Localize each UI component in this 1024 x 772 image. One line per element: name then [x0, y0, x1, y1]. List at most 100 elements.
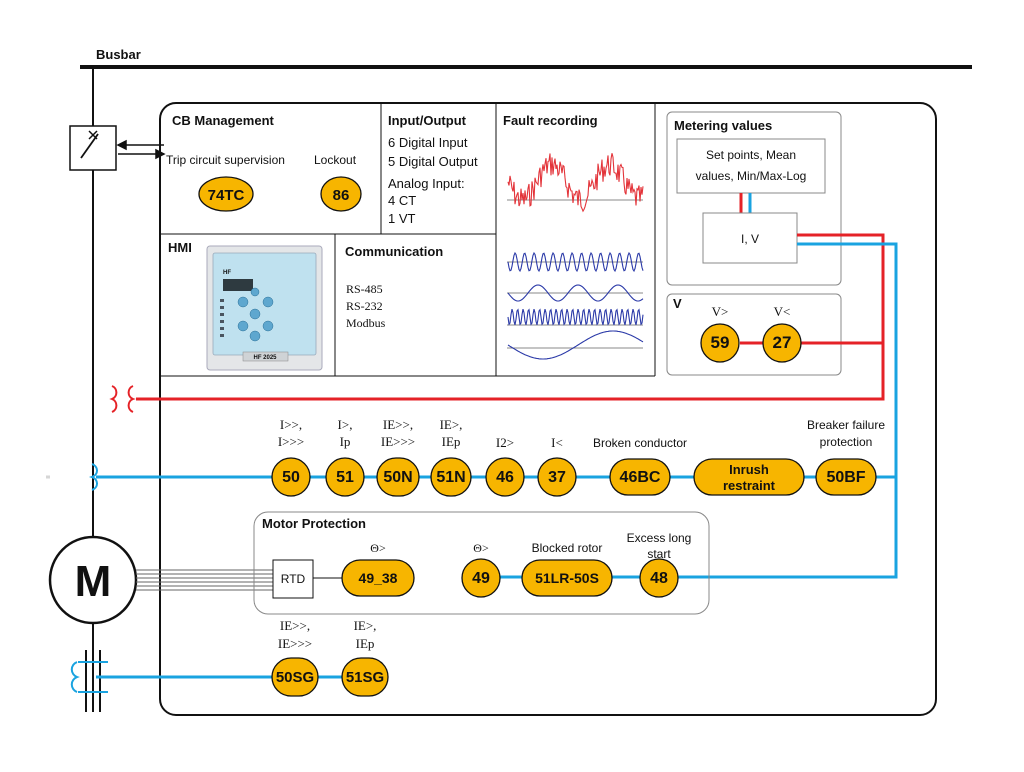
badge-46-code: 46	[496, 469, 514, 486]
metering-box	[676, 138, 826, 194]
badge-49_38: 49_38	[341, 559, 415, 597]
current-function-label: Breaker failure	[807, 418, 885, 432]
iv-box	[702, 212, 798, 264]
ground-function-label: IE>,	[354, 618, 377, 633]
rtd-label: RTD	[281, 572, 306, 586]
current-function-label: I2>	[496, 435, 514, 450]
busbar-label: Busbar	[96, 47, 141, 62]
waveform-blue-1	[507, 251, 644, 273]
fault-waveforms	[507, 153, 644, 360]
communication-title: Communication	[345, 244, 443, 259]
metering-panel	[666, 111, 842, 286]
fault-recording-title: Fault recording	[503, 113, 598, 128]
rtd-wires	[136, 569, 273, 591]
io-title: Input/Output	[388, 113, 467, 128]
badge-27-code: 27	[773, 333, 792, 352]
badge-49-code: 49	[472, 570, 490, 587]
badge-49: 49	[461, 558, 501, 598]
motor-protection-panel	[253, 511, 710, 615]
current-function-label: IE>>>	[381, 434, 415, 449]
waveform-blue-2	[507, 284, 644, 302]
waveform-red	[507, 153, 644, 213]
trip-circuit-label: Trip circuit supervision	[166, 153, 285, 167]
badge-74tc: 74TC	[198, 176, 254, 212]
hmi-title: HMI	[168, 240, 192, 255]
badge-50N: 50N	[376, 457, 420, 497]
current-function-label: I>,	[338, 417, 353, 432]
badge-51: 51	[325, 457, 365, 497]
current-function-label: IE>>,	[383, 417, 413, 432]
badge-37-code: 37	[548, 469, 566, 486]
voltage-label: V<	[774, 304, 791, 319]
badge-50BF-code: 50BF	[826, 469, 865, 486]
voltage-panel	[666, 293, 842, 376]
voltage-label: V>	[712, 304, 729, 319]
badge-51N-code: 51N	[436, 469, 465, 486]
badge-86: 86	[320, 176, 362, 212]
comm-line-2: RS-232	[346, 299, 383, 313]
current-function-label: protection	[820, 435, 873, 449]
badge-inrush-restraint-code: Inrush	[729, 462, 769, 477]
device-brand: HF	[223, 270, 231, 276]
badge-51-code: 51	[336, 469, 354, 486]
io-line-3: Analog Input:	[388, 176, 465, 191]
io-line-1: 6 Digital Input	[388, 135, 468, 150]
iv-label: I, V	[741, 232, 759, 246]
metering-box-line-2: values, Min/Max-Log	[696, 169, 807, 183]
motor-function-label: Excess long	[627, 531, 692, 545]
motor-function-label: Θ>	[370, 541, 386, 555]
ground-function-label: IEp	[356, 636, 375, 651]
badge-48: 48	[639, 558, 679, 598]
badge-50SG-code: 50SG	[276, 669, 314, 686]
current-function-label: I>>,	[280, 417, 302, 432]
motor-protection-title: Motor Protection	[262, 516, 366, 531]
current-transformer-icon	[88, 463, 98, 491]
protection-functions: V>59V<27I>>,I>>>50I>,Ip51IE>>,IE>>>50NIE…	[271, 304, 885, 697]
badge-59: 59	[700, 323, 740, 363]
relay-frame	[159, 102, 937, 716]
badge-50-code: 50	[282, 469, 300, 486]
metering-box-line-1: Set points, Mean	[706, 148, 796, 162]
badge-51SG-code: 51SG	[346, 669, 384, 686]
current-function-label: IEp	[442, 434, 461, 449]
motor-function-label: start	[647, 547, 671, 561]
badge-59-code: 59	[711, 333, 730, 352]
badge-51LR-50S-code: 51LR-50S	[535, 570, 599, 586]
motor-icon: M	[48, 535, 138, 625]
badge-51SG: 51SG	[341, 657, 389, 697]
svg-text:86: 86	[333, 187, 350, 204]
motor-label: M	[75, 557, 112, 606]
badge-51LR-50S: 51LR-50S	[521, 559, 613, 597]
current-function-label: IE>,	[440, 417, 463, 432]
cb-management-title: CB Management	[172, 113, 275, 128]
voltage-transformer-icon	[109, 385, 136, 413]
ground-function-label: IE>>,	[280, 618, 310, 633]
upper-panel-grid	[160, 103, 656, 377]
lockout-label: Lockout	[314, 153, 357, 167]
io-line-2: 5 Digital Output	[388, 154, 478, 169]
current-function-label: Ip	[340, 434, 351, 449]
badge-46BC-code: 46BC	[620, 469, 661, 486]
motor-function-label: Blocked rotor	[532, 541, 603, 555]
badge-50SG: 50SG	[271, 657, 319, 697]
current-function-label: Broken conductor	[593, 436, 687, 450]
relay-device-icon: HF HF 2025	[206, 245, 323, 371]
badge-49_38-code: 49_38	[359, 570, 398, 586]
badge-51N: 51N	[430, 457, 472, 497]
current-function-label: I<	[551, 435, 563, 450]
voltage-title: V	[673, 296, 682, 311]
rtd-box	[272, 559, 314, 599]
io-line-5: 1 VT	[388, 211, 416, 226]
io-line-4: 4 CT	[388, 193, 416, 208]
svg-text:74TC: 74TC	[208, 187, 245, 204]
comm-line-1: RS-485	[346, 282, 383, 296]
waveform-blue-4	[507, 330, 644, 360]
device-model: HF 2025	[253, 355, 277, 361]
motor-function-label: Θ>	[473, 541, 489, 555]
badge-27: 27	[762, 323, 802, 363]
cb-signal-arrows-icon	[116, 139, 166, 160]
wiring	[46, 233, 898, 679]
badge-46BC: 46BC	[609, 458, 671, 496]
